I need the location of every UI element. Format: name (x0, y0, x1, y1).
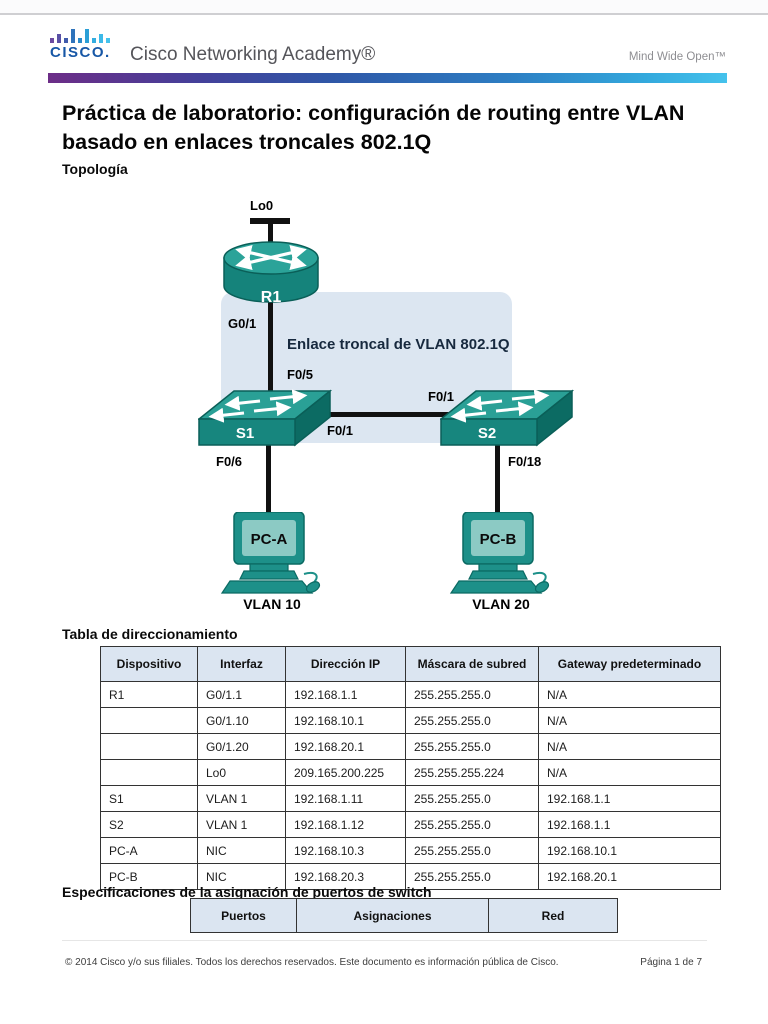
pc-a-label: PC-A (251, 531, 288, 548)
router-icon: R1 (223, 241, 319, 306)
router-label: R1 (261, 289, 282, 306)
col-header-asignaciones: Asignaciones (296, 898, 489, 933)
table-cell: VLAN 1 (197, 785, 286, 812)
col-header-dispositivo: Dispositivo (100, 646, 198, 682)
addressing-header-row: Dispositivo Interfaz Dirección IP Máscar… (100, 646, 721, 682)
footer-copyright: © 2014 Cisco y/o sus filiales. Todos los… (65, 957, 559, 968)
port-label-f0-18: F0/18 (508, 454, 542, 469)
col-header-gateway: Gateway predeterminado (538, 646, 721, 682)
table-cell: 255.255.255.0 (405, 837, 539, 864)
table-cell: 192.168.10.1 (538, 837, 721, 864)
vlan10-label: VLAN 10 (243, 596, 301, 612)
table-row: G0/1.20 192.168.20.1 255.255.255.0 N/A (100, 733, 721, 760)
table-cell: 255.255.255.0 (405, 863, 539, 890)
table-row: PC-A NIC 192.168.10.3 255.255.255.0 192.… (100, 837, 721, 864)
table-cell: VLAN 1 (197, 811, 286, 838)
cable-s2-pcb (495, 440, 500, 522)
table-cell: 255.255.255.0 (405, 707, 539, 734)
table-cell: 255.255.255.0 (405, 733, 539, 760)
cable-r1-s1 (268, 300, 273, 420)
table-row: Lo0 209.165.200.225 255.255.255.224 N/A (100, 759, 721, 786)
table-cell (100, 759, 198, 786)
table-cell: N/A (538, 707, 721, 734)
table-cell: S1 (100, 785, 198, 812)
table-row: S2 VLAN 1 192.168.1.12 255.255.255.0 192… (100, 811, 721, 838)
switch-s1-label: S1 (236, 425, 254, 442)
cable-s1-pca (266, 440, 271, 522)
col-header-red: Red (488, 898, 618, 933)
brand-tagline: Mind Wide Open™ (628, 51, 726, 63)
table-cell: G0/1.10 (197, 707, 286, 734)
pc-b-label: PC-B (480, 531, 517, 548)
pc-a-icon: PC-A (220, 512, 321, 594)
table-cell: Lo0 (197, 759, 286, 786)
table-cell: G0/1.20 (197, 733, 286, 760)
ports-header-row: Puertos Asignaciones Red (190, 898, 618, 933)
table-cell: 192.168.1.1 (538, 785, 721, 812)
table-cell: 255.255.255.0 (405, 681, 539, 708)
col-header-mascara: Máscara de subred (405, 646, 539, 682)
table-cell: S2 (100, 811, 198, 838)
table-cell: PC-A (100, 837, 198, 864)
table-cell: 192.168.20.1 (285, 733, 406, 760)
ports-heading: Especificaciones de la asignación de pue… (62, 884, 432, 900)
cable-s1-s2 (295, 412, 455, 417)
table-cell: N/A (538, 681, 721, 708)
header-gradient-bar (48, 73, 727, 83)
table-cell: R1 (100, 681, 198, 708)
trunk-label: Enlace troncal de VLAN 802.1Q (287, 336, 510, 353)
table-cell: 255.255.255.0 (405, 785, 539, 812)
topology-heading: Topología (62, 161, 128, 177)
table-cell: 192.168.20.1 (538, 863, 721, 890)
addressing-heading: Tabla de direccionamiento (62, 626, 238, 642)
cisco-logo-icon (50, 29, 110, 43)
switch-s1-icon: S1 (198, 389, 332, 447)
table-row: R1 G0/1.1 192.168.1.1 255.255.255.0 N/A (100, 681, 721, 708)
col-header-puertos: Puertos (190, 898, 297, 933)
port-label-lo0: Lo0 (250, 198, 274, 213)
table-cell: 209.165.200.225 (285, 759, 406, 786)
page-title: Práctica de laboratorio: configuración d… (62, 101, 685, 154)
table-cell: 255.255.255.0 (405, 811, 539, 838)
table-row: PC-B NIC 192.168.20.3 255.255.255.0 192.… (100, 863, 721, 890)
ports-table: Puertos Asignaciones Red (190, 898, 618, 933)
port-label-g0-1: G0/1 (228, 316, 257, 331)
footer-divider (62, 940, 707, 941)
table-cell: NIC (197, 837, 286, 864)
table-cell: N/A (538, 759, 721, 786)
table-cell: 192.168.1.1 (285, 681, 406, 708)
table-cell: 255.255.255.224 (405, 759, 539, 786)
table-cell: NIC (197, 863, 286, 890)
port-label-f0-1-s1: F0/1 (327, 423, 354, 438)
cable-lo0-r1 (268, 221, 273, 251)
cisco-wordmark: CISCO. (50, 44, 111, 61)
table-cell: G0/1.1 (197, 681, 286, 708)
port-label-f0-1-s2: F0/1 (428, 389, 455, 404)
table-cell: 192.168.10.3 (285, 837, 406, 864)
table-cell: 192.168.1.11 (285, 785, 406, 812)
switch-s2-label: S2 (478, 425, 496, 442)
table-cell: 192.168.1.1 (538, 811, 721, 838)
footer-page-number: Página 1 de 7 (640, 957, 702, 968)
addressing-table: Dispositivo Interfaz Dirección IP Máscar… (100, 646, 721, 890)
col-header-interfaz: Interfaz (197, 646, 286, 682)
table-row: S1 VLAN 1 192.168.1.11 255.255.255.0 192… (100, 785, 721, 812)
port-label-f0-6: F0/6 (216, 454, 243, 469)
table-row: G0/1.10 192.168.10.1 255.255.255.0 N/A (100, 707, 721, 734)
vlan20-label: VLAN 20 (472, 596, 530, 612)
table-cell: N/A (538, 733, 721, 760)
academy-name: Cisco Networking Academy® (130, 44, 376, 65)
port-label-f0-5: F0/5 (287, 367, 314, 382)
table-cell (100, 707, 198, 734)
table-cell: 192.168.10.1 (285, 707, 406, 734)
table-cell: 192.168.1.12 (285, 811, 406, 838)
switch-s2-icon: S2 (440, 389, 574, 447)
table-cell: 192.168.20.3 (285, 863, 406, 890)
table-cell (100, 733, 198, 760)
pc-b-icon: PC-B (449, 512, 550, 594)
window-top-edge (0, 0, 768, 15)
col-header-direccion: Dirección IP (285, 646, 406, 682)
